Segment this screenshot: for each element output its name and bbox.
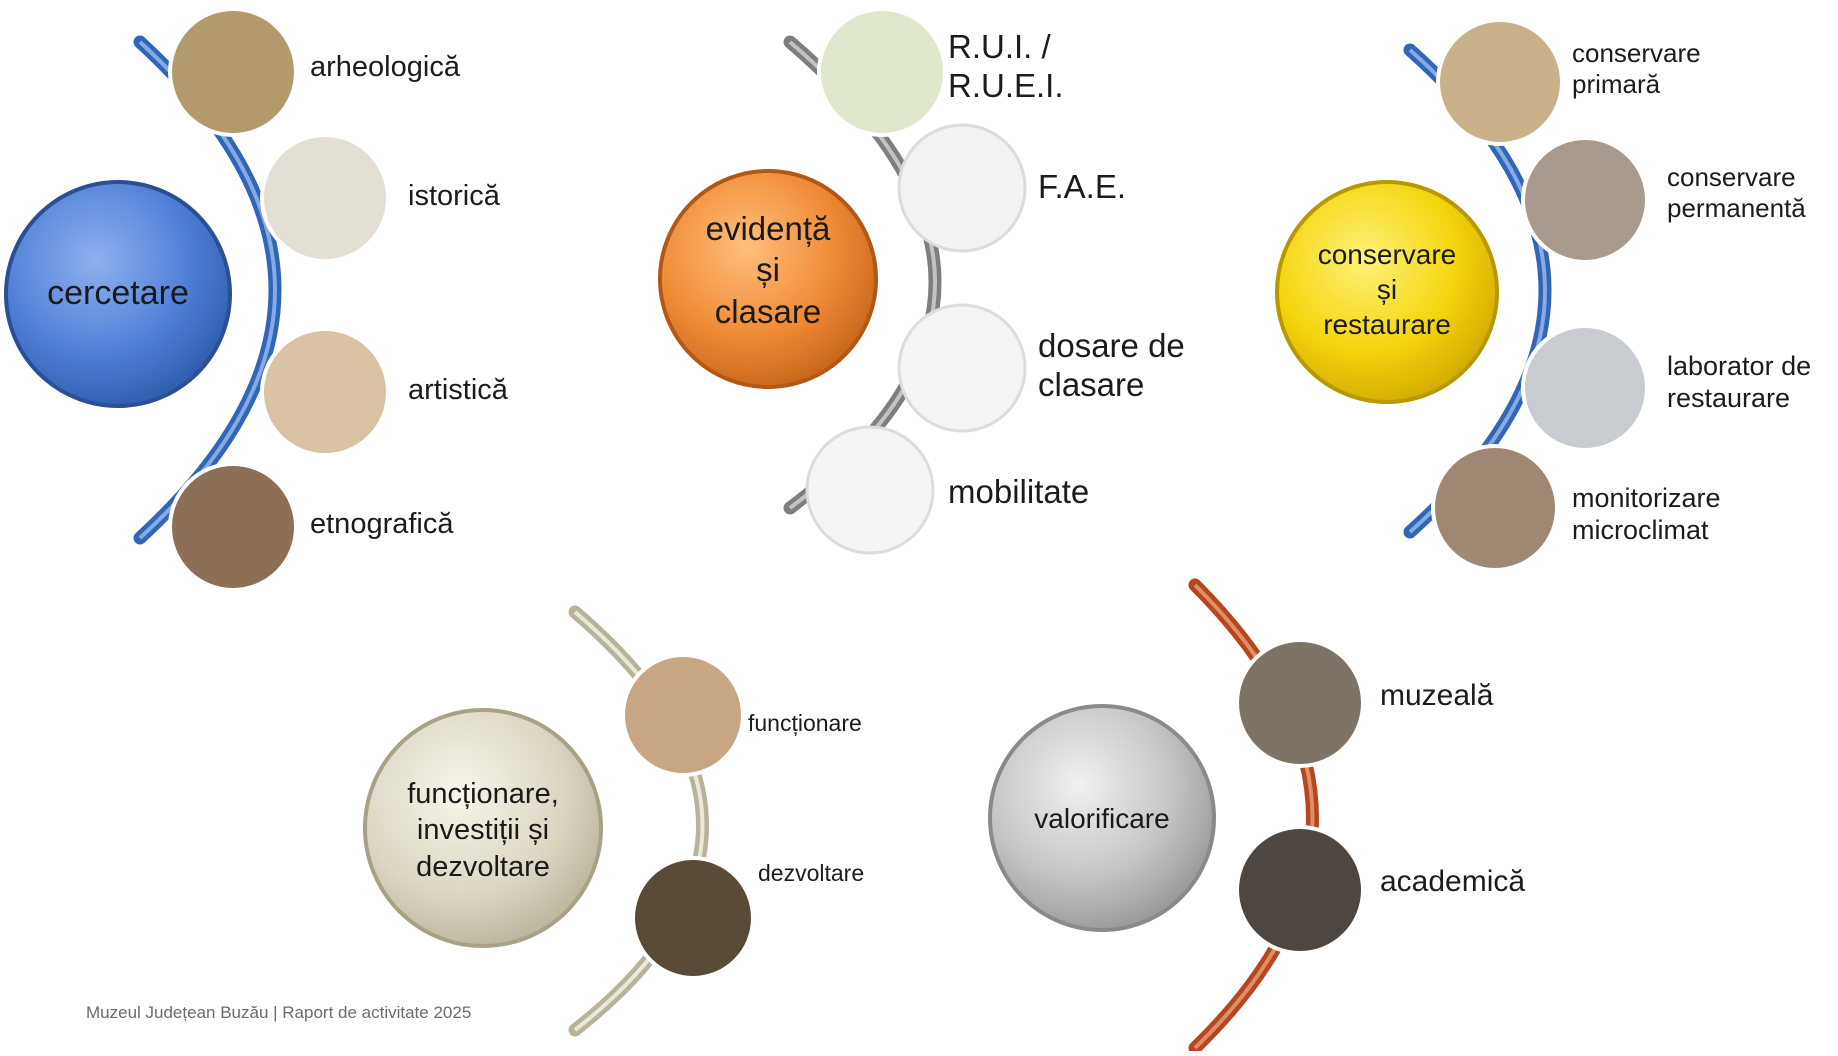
arc-functionare-highlight — [573, 610, 705, 1032]
hub-cercetare — [4, 180, 232, 408]
item-dezvoltare: dezvoltare — [758, 860, 865, 886]
photo-academica — [1235, 825, 1365, 955]
hub-functionare — [363, 708, 603, 948]
item-mobilitate: mobilitate — [948, 473, 1090, 510]
hub-label-valorificare: valorificare — [1034, 803, 1170, 834]
item-monitorizare: monitorizare microclimat — [1572, 483, 1721, 545]
item-istorica: istorică — [408, 180, 500, 212]
photo-conservare-permanenta — [1521, 136, 1649, 264]
item-conservare-primara: conservare primară — [1572, 38, 1701, 99]
footer-text: Muzeul Județean Buzău | Raport de activi… — [86, 1003, 472, 1022]
hub-label-functionare: funcționare, investiții și dezvoltare — [407, 778, 559, 883]
photo-dosare — [897, 303, 1027, 433]
group-cercetare — [4, 7, 390, 592]
photo-fae — [897, 123, 1027, 253]
item-etnografica: etnografică — [310, 508, 454, 540]
item-functionare: funcționare — [748, 710, 862, 736]
photo-muzeala — [1235, 638, 1365, 768]
item-conservare-permanenta: conservare permanentă — [1667, 162, 1806, 223]
item-arheologica: arheologică — [310, 51, 460, 83]
photo-mobilitate — [805, 425, 935, 555]
photo-dezvoltare — [631, 856, 755, 980]
photo-laborator — [1521, 324, 1649, 452]
item-dosare: dosare de clasare — [1038, 327, 1185, 403]
hub-label-conservare: conservare și restaurare — [1317, 239, 1457, 340]
group-conservare — [1275, 18, 1649, 572]
photo-etnografica — [168, 462, 298, 592]
hub-evidenta — [658, 169, 878, 389]
hub-label-evidenta: evidență și clasare — [705, 210, 831, 330]
photo-functionare — [621, 653, 745, 777]
group-evidenta — [658, 7, 1027, 555]
item-muzeala: muzeală — [1380, 679, 1494, 712]
group-valorificare — [988, 578, 1365, 1055]
arc-valorificare-highlight — [1193, 583, 1315, 1050]
photo-conservare-primara — [1436, 18, 1564, 146]
photo-rui — [817, 7, 947, 137]
item-rui: R.U.I. / R.U.E.I. — [948, 28, 1064, 104]
photo-arheologica — [168, 7, 298, 137]
photo-monitorizare — [1431, 444, 1559, 572]
hub-label-cercetare: cercetare — [47, 274, 189, 312]
group-functionare — [363, 605, 755, 1037]
item-laborator: laborator de restaurare — [1667, 351, 1812, 413]
photo-artistica — [260, 327, 390, 457]
hub-conservare — [1275, 180, 1499, 404]
hub-valorificare — [988, 704, 1216, 932]
item-artistica: artistică — [408, 374, 508, 406]
item-fae: F.A.E. — [1038, 168, 1127, 205]
photo-istorica — [260, 133, 390, 263]
item-academica: academică — [1380, 865, 1526, 898]
